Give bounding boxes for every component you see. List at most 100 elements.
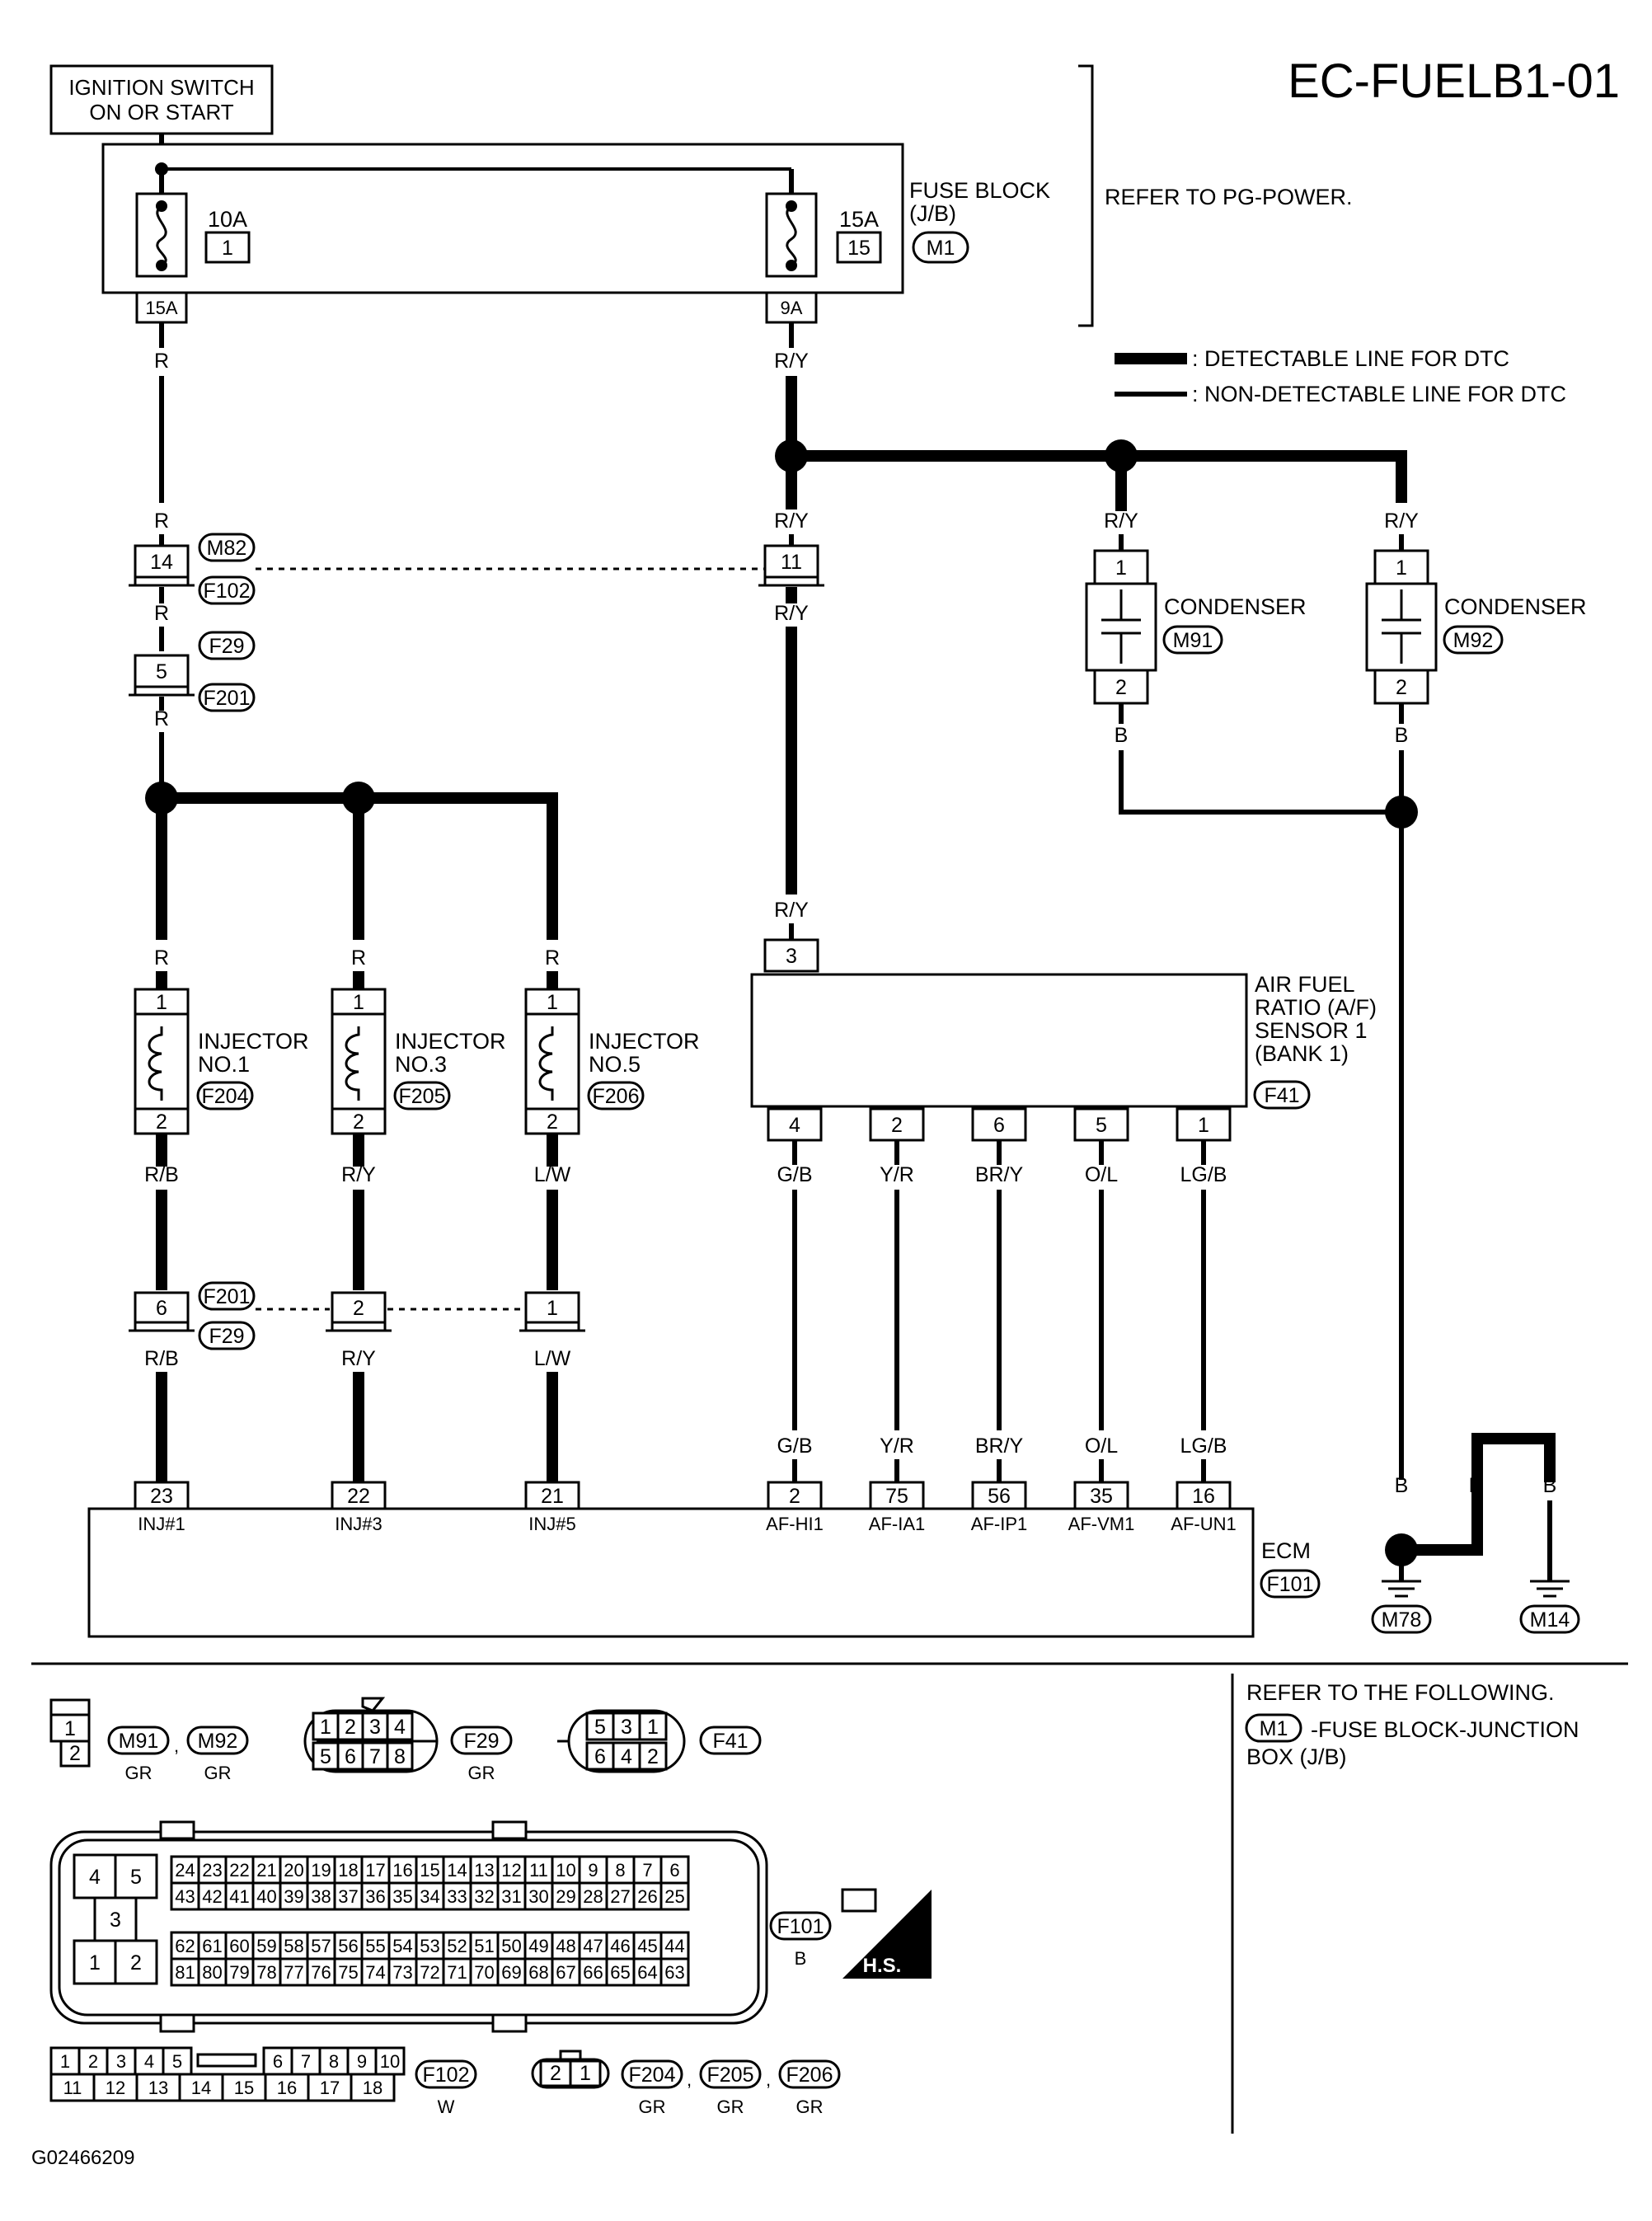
svg-text:B: B — [1115, 724, 1129, 747]
ecm-pin-cell — [197, 1957, 228, 1987]
svg-text:F201: F201 — [204, 687, 251, 710]
ecm-pin-cell — [360, 1957, 391, 1987]
f102-pin-cell — [77, 2046, 109, 2076]
ecm-pin-cell — [415, 1855, 445, 1885]
svg-text:R/Y: R/Y — [774, 602, 809, 625]
ecm-pin-number: 20 — [284, 1860, 303, 1881]
ecm-pin-number: 42 — [202, 1886, 222, 1907]
svg-text:R: R — [154, 602, 169, 625]
ecm-pin-number: 31 — [501, 1886, 521, 1907]
svg-text:L/W: L/W — [534, 1163, 571, 1186]
svg-text:O/L: O/L — [1085, 1163, 1118, 1186]
ecm-pin-cell — [523, 1931, 554, 1960]
ecm-pin-cell — [496, 1957, 527, 1987]
ecm-pin-number: 14 — [447, 1860, 467, 1881]
svg-text:F101: F101 — [1267, 1573, 1314, 1596]
ecm-pin-number: 9 — [588, 1860, 598, 1881]
f102-pin-cell — [178, 2073, 224, 2102]
svg-text:23: 23 — [150, 1485, 173, 1508]
svg-text:2: 2 — [353, 1297, 364, 1320]
svg-text:NO.3: NO.3 — [395, 1052, 447, 1077]
svg-text:8: 8 — [394, 1745, 406, 1768]
ecm-pin-number: 24 — [175, 1860, 195, 1881]
svg-text:GR: GR — [796, 2097, 824, 2117]
svg-text:INJ#1: INJ#1 — [138, 1514, 185, 1534]
ecm-pin-cell — [279, 1931, 309, 1960]
ecm-pin-number: 36 — [365, 1886, 385, 1907]
svg-text:BR/Y: BR/Y — [975, 1163, 1024, 1186]
refer-following: REFER TO THE FOLLOWING. — [1246, 1680, 1555, 1705]
svg-text:M78: M78 — [1382, 1608, 1422, 1632]
svg-text:CONDENSER: CONDENSER — [1444, 594, 1587, 619]
svg-text:3: 3 — [369, 1716, 381, 1739]
svg-text:F204: F204 — [202, 1085, 249, 1108]
ecm-pins: 23 INJ#1 22 INJ#3 21 INJ#5 2 AF-HI1 75 A… — [134, 1481, 1237, 1534]
f102-pin-cell — [135, 2073, 181, 2102]
svg-text:INJ#3: INJ#3 — [335, 1514, 382, 1534]
f102-pin-number: 8 — [329, 2051, 339, 2072]
ecm-pin-number: 47 — [583, 1936, 603, 1956]
af-sensor-pin-1: 1 LG/B LG/B — [1176, 1107, 1232, 1482]
ecm-pin-number: 49 — [528, 1936, 548, 1956]
ecm-pin-cell — [632, 1957, 663, 1987]
svg-text:35: 35 — [1090, 1485, 1113, 1508]
svg-text:B: B — [795, 1948, 807, 1969]
svg-text:,: , — [174, 1735, 179, 1756]
svg-text:2: 2 — [345, 1716, 356, 1739]
svg-text:R: R — [154, 350, 169, 373]
svg-text:R: R — [154, 946, 169, 970]
ecm-pin-number: 25 — [664, 1886, 684, 1907]
ecm-pin-number: 79 — [229, 1962, 249, 1983]
svg-text:21: 21 — [541, 1485, 564, 1508]
svg-text:F41: F41 — [712, 1730, 748, 1753]
svg-text:1: 1 — [1198, 1114, 1209, 1137]
ecm-pin-cell — [279, 1957, 309, 1987]
ecm-pin-number: 13 — [474, 1860, 494, 1881]
svg-text:M91: M91 — [119, 1730, 159, 1753]
fuse-right-number: 15 — [847, 237, 871, 260]
svg-text:GR: GR — [204, 1763, 232, 1783]
ignition-switch-label-1: IGNITION SWITCH — [68, 75, 254, 100]
f102-pin-number: 9 — [357, 2051, 367, 2072]
svg-text:(BANK 1): (BANK 1) — [1255, 1041, 1349, 1066]
svg-text:2: 2 — [353, 1110, 364, 1134]
svg-text:AIR FUEL: AIR FUEL — [1255, 972, 1355, 997]
ecm-pin-number: 34 — [420, 1886, 439, 1907]
f102-pin-number: 11 — [63, 2078, 82, 2098]
svg-text:R/Y: R/Y — [774, 899, 809, 922]
f102-pin-number: 5 — [172, 2051, 182, 2072]
svg-text:1: 1 — [89, 1951, 101, 1974]
svg-text:5: 5 — [1096, 1114, 1107, 1137]
ecm-pin-number: 17 — [365, 1860, 385, 1881]
svg-text:4: 4 — [394, 1716, 406, 1739]
svg-text:R/Y: R/Y — [1104, 509, 1138, 533]
ecm-pin-cell — [659, 1931, 690, 1960]
ground-m78: B M78 — [1371, 1474, 1432, 1634]
ecm-pin-number: 60 — [229, 1936, 249, 1956]
figure-id: G02466209 — [31, 2147, 134, 2169]
svg-text:BOX (J/B): BOX (J/B) — [1246, 1744, 1347, 1769]
f102-pin-number: 7 — [301, 2051, 311, 2072]
ecm-pin-number: 43 — [175, 1886, 195, 1907]
fuse-left-terminal: 15A — [145, 298, 177, 318]
ecm-pin-number: 22 — [229, 1860, 249, 1881]
fuse-block-jb: (J/B) — [909, 201, 956, 226]
svg-text:Y/R: Y/R — [880, 1434, 914, 1458]
f102-pin-cell — [374, 2046, 406, 2076]
ecm-pin-number: 62 — [175, 1936, 195, 1956]
svg-text:INJECTOR: INJECTOR — [395, 1029, 506, 1054]
svg-text:2: 2 — [130, 1951, 142, 1974]
ecm-pin-number: 11 — [529, 1860, 548, 1881]
ecm-pin-number: 29 — [556, 1886, 575, 1907]
ecm-pin-cell — [306, 1881, 336, 1911]
ecm-pin-number: 28 — [583, 1886, 603, 1907]
svg-text:1: 1 — [647, 1716, 659, 1739]
f102-pin-number: 14 — [191, 2078, 211, 2098]
hs-label: H.S. — [863, 1955, 902, 1977]
af-sensor-pin-4: 4 G/B G/B — [767, 1107, 823, 1482]
ecm-pin-number: 72 — [420, 1962, 439, 1983]
ecm-pin-number: 58 — [284, 1936, 303, 1956]
svg-text:6: 6 — [345, 1745, 356, 1768]
svg-text:1: 1 — [156, 991, 167, 1014]
f102-pin-cell — [49, 2073, 96, 2102]
